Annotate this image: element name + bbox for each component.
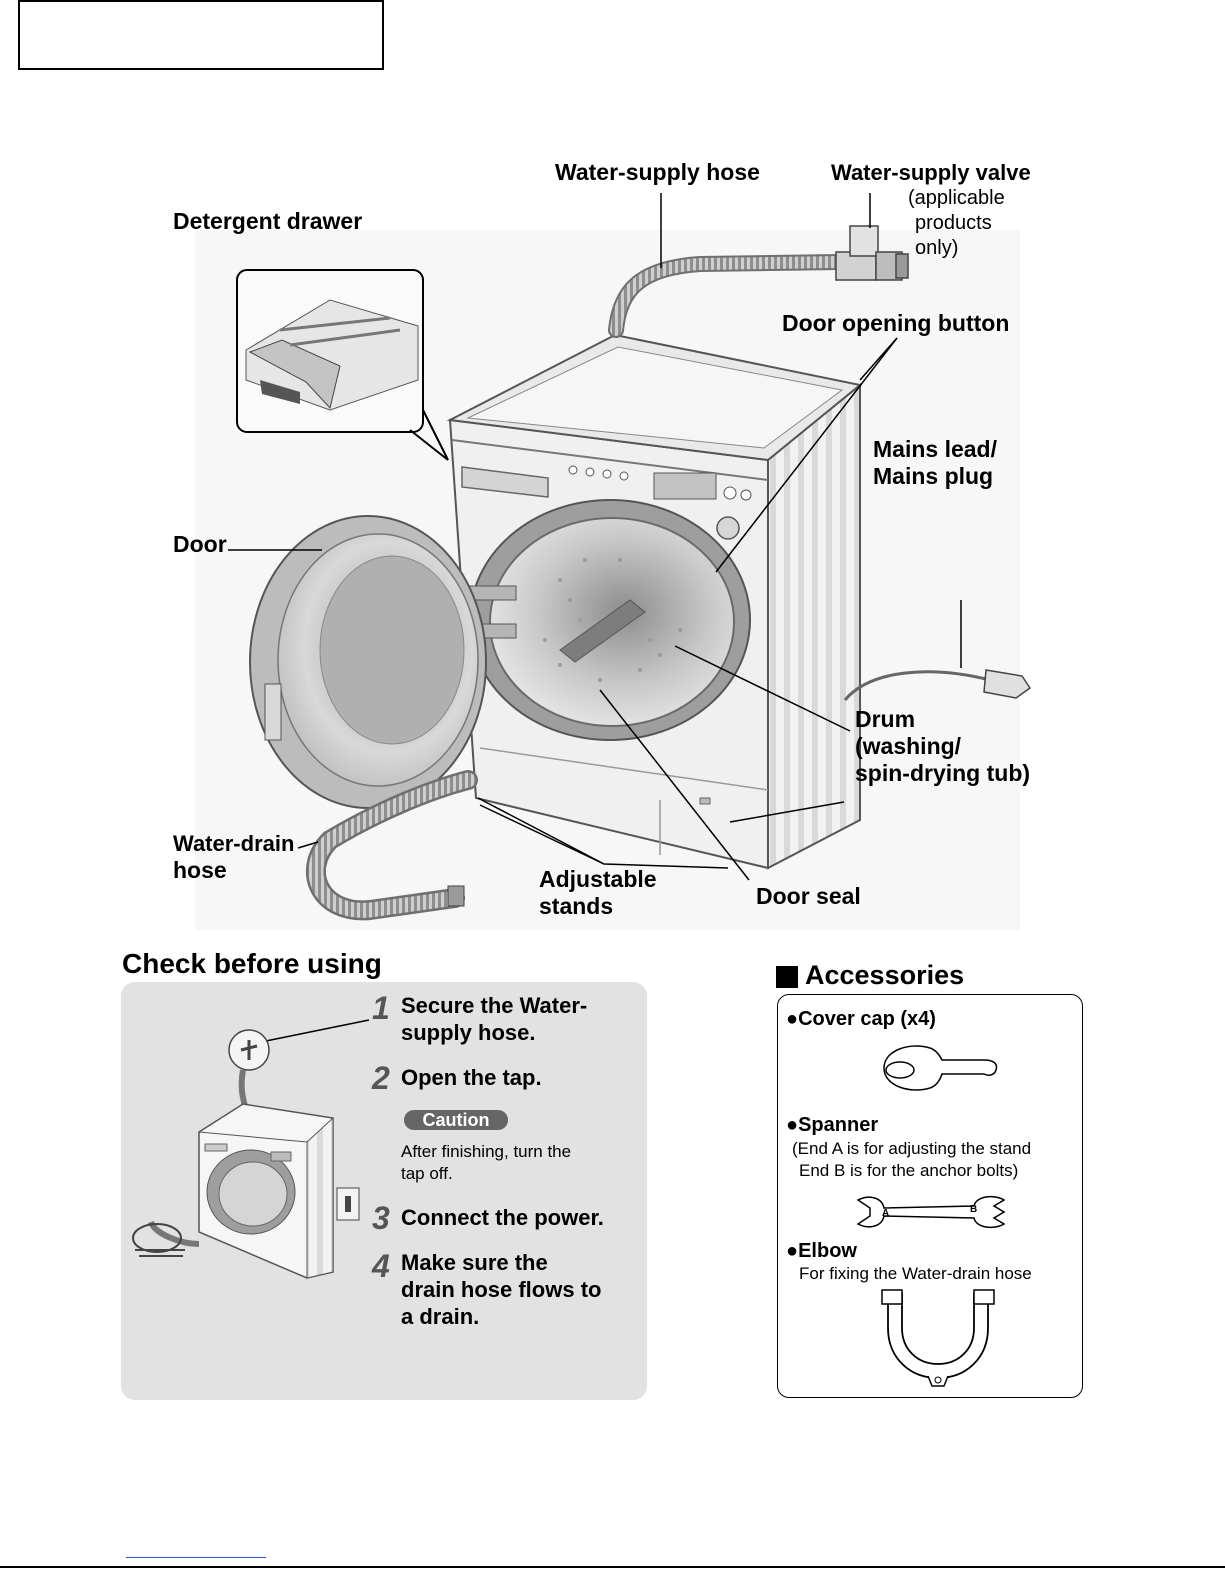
mains-plug [983, 669, 1032, 699]
label-door-seal: Door seal [756, 883, 861, 909]
accessories-box [777, 994, 1083, 1398]
label-door-opening-button: Door opening button [782, 310, 1010, 336]
header-box [18, 0, 384, 70]
step-4-line-1: Make sure the [401, 1250, 548, 1275]
spanner-note-line-1: (End A is for adjusting the stand [792, 1139, 1032, 1158]
label-drum-line-3: spin-drying tub) [855, 760, 1031, 786]
step-4-line-3: a drain. [401, 1304, 480, 1329]
leader-lines [228, 193, 962, 881]
step-2-number: 2 [372, 1060, 390, 1096]
label-mains-lead-line-1: Mains lead/ [873, 436, 997, 462]
check-illustration [132, 1019, 370, 1279]
cabinet-top-inner [466, 346, 844, 449]
footer-link-underline [126, 1557, 266, 1558]
step-4-number: 4 [372, 1248, 390, 1284]
accessory-spanner: ●Spanner [786, 1114, 879, 1136]
label-drum-line-2: (washing/ [855, 733, 962, 759]
label-water-supply-valve: Water-supply valve [831, 160, 1031, 185]
label-drum-line-1: Drum [855, 706, 916, 732]
check-before-using-title: Check before using [122, 948, 382, 979]
water-drain-hose [308, 772, 476, 918]
spanner-end-a: A [882, 1208, 889, 1219]
step-1-line-1: Secure the Water- [401, 993, 588, 1018]
valve-note-line-2: products [915, 212, 992, 234]
label-mains-lead-line-2: Mains plug [873, 463, 994, 489]
elbow-icon [881, 1289, 995, 1387]
accessory-cover-cap: ●Cover cap (x4) [786, 1008, 936, 1030]
step-1-number: 1 [372, 990, 390, 1026]
spanner-end-b: B [970, 1204, 977, 1215]
water-supply-hose [610, 256, 846, 336]
label-water-drain-hose-line-1: Water-drain [173, 831, 295, 856]
water-supply-valve [835, 225, 909, 281]
caution-text-line-2: tap off. [401, 1164, 453, 1183]
washing-machine-diagram [228, 193, 1032, 921]
footer-rule [0, 1566, 1225, 1568]
label-water-drain-hose-line-2: hose [173, 857, 227, 883]
label-adjustable-stands-line-1: Adjustable [539, 866, 657, 892]
caution-badge: Caution [404, 1110, 508, 1130]
step-4-line-2: drain hose flows to [401, 1277, 602, 1302]
valve-note-line-3: only) [915, 237, 959, 259]
label-detergent-drawer: Detergent drawer [173, 208, 363, 234]
caution-text-line-1: After finishing, turn the [401, 1142, 572, 1161]
label-adjustable-stands-line-2: stands [539, 893, 614, 919]
label-door: Door [173, 531, 227, 557]
step-2-line-1: Open the tap. [401, 1065, 542, 1090]
spanner-note-line-2: End B is for the anchor bolts) [799, 1161, 1019, 1180]
step-3-line-1: Connect the power. [401, 1205, 604, 1230]
accessory-elbow: ●Elbow [786, 1240, 857, 1262]
cabinet-side [767, 382, 861, 870]
drain-icon [132, 1223, 182, 1253]
label-water-supply-hose: Water-supply hose [555, 159, 760, 185]
step-1-line-2: supply hose. [401, 1020, 536, 1045]
elbow-note-line-1: For fixing the Water-drain hose [799, 1264, 1032, 1283]
valve-note-line-1: (applicable [908, 187, 1005, 209]
cover-cap-icon [883, 1045, 998, 1091]
step-3-number: 3 [372, 1200, 390, 1236]
accessories-title: Accessories [805, 960, 965, 990]
spanner-icon: A B [856, 1195, 1006, 1229]
accessories-square-icon [776, 966, 798, 988]
